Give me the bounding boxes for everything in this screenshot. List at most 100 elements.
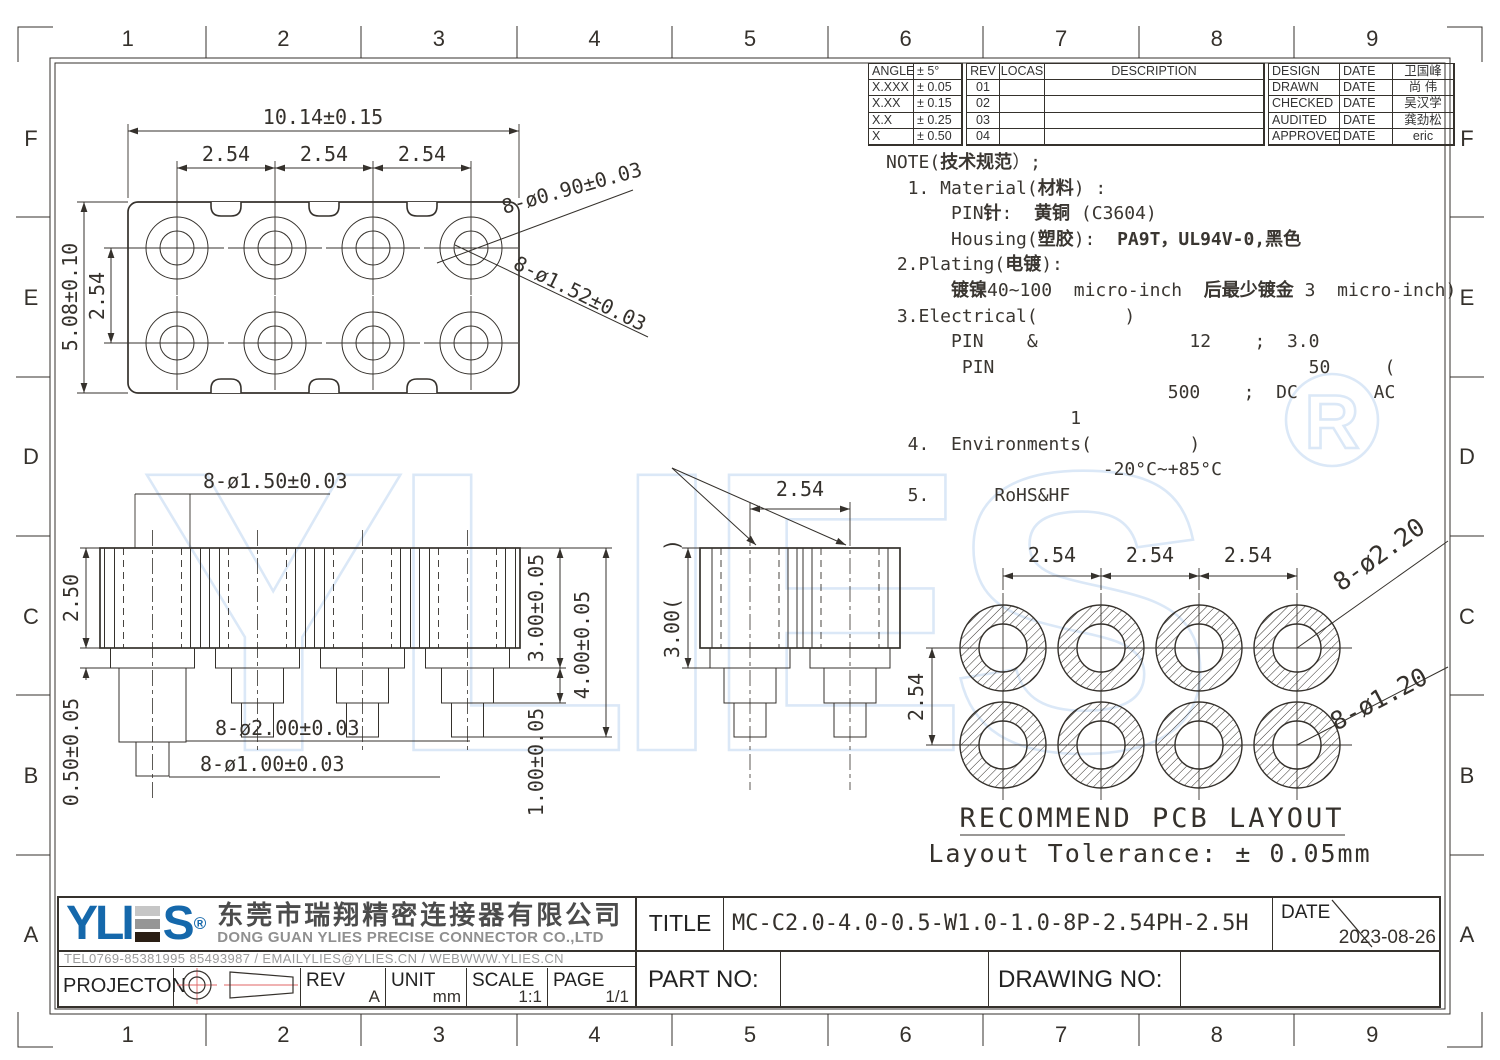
- note-line: PIN针: 黄铜 (C3604): [886, 203, 1157, 225]
- company-name-cn: 东莞市瑞翔精密连接器有限公司: [217, 900, 624, 930]
- cell-line: [988, 952, 990, 1008]
- table-cell: 吴汉学: [1393, 96, 1454, 113]
- dim-pcb-inner: 8-ø1.20: [1325, 662, 1432, 736]
- table-cell: 04: [967, 128, 1000, 145]
- projection-label: PROJECTON: [63, 975, 186, 997]
- cell-line: [547, 968, 549, 1008]
- dim-pcb-pitch-2: 2.54: [1126, 543, 1174, 567]
- date-label: DATE: [1281, 902, 1331, 923]
- note-line: 500 ; DC AC: [886, 382, 1396, 404]
- title-block-divider: [635, 896, 637, 1008]
- note-line: -20°C~+85°C: [886, 459, 1222, 481]
- zone-row-E: E: [1459, 284, 1475, 310]
- zone-col-3: 3: [432, 26, 446, 51]
- page-value: 1/1: [605, 987, 629, 1006]
- zone-row-B: B: [1459, 762, 1475, 788]
- note-line: PIN & 12 ; 3.0: [886, 331, 1320, 353]
- dim-dia-1-00: 8-ø1.00±0.03: [200, 752, 345, 776]
- note-line: 1. Material(材料) :: [886, 177, 1107, 199]
- table-cell: ± 0.05: [914, 80, 962, 97]
- dim-side-pitch: 2.54: [776, 477, 824, 501]
- table-cell: DRAWN: [1269, 80, 1340, 97]
- logo-text-prefix: YLI: [66, 897, 135, 950]
- zone-col-7: 7: [1055, 26, 1068, 51]
- pcb-layout-tolerance: Layout Tolerance: ± 0.05mm: [928, 839, 1371, 868]
- part-no-value: [782, 952, 986, 1008]
- zone-row-D: D: [23, 444, 39, 470]
- cell-line: [1180, 952, 1182, 1008]
- note-line: 镀镍40~100 micro-inch 后最少镀金 3 micro-inch): [951, 279, 1457, 301]
- zone-col-9: 9: [1366, 26, 1379, 51]
- zone-col-6: 6: [899, 1022, 912, 1047]
- dim-pcb-pitch-3: 2.54: [1224, 543, 1272, 567]
- table-cell: 01: [967, 80, 1000, 97]
- table-cell: X: [869, 128, 914, 145]
- table-cell: DATE: [1340, 112, 1393, 129]
- note-line: 5. RoHS&HF: [886, 484, 1071, 506]
- note-line: 1: [886, 407, 1082, 429]
- zone-col-1: 1: [121, 26, 134, 51]
- dim-hole-1-50: 8-ø1.50±0.03: [203, 469, 348, 493]
- table-cell: [1000, 128, 1045, 145]
- dim-1-00: 1.00±0.05: [524, 708, 548, 816]
- cell-line: [385, 968, 387, 1008]
- date-value: 2023-08-26: [1338, 927, 1436, 948]
- table-cell: [1000, 96, 1045, 113]
- top-view: 10.14±0.15 2.54 2.54 2.54 5.08±0.10 2.54…: [58, 105, 650, 394]
- table-cell: [1045, 80, 1264, 97]
- zone-col-6: 6: [899, 26, 912, 51]
- zone-col-2: 2: [277, 26, 290, 51]
- dim-4-00: 4.00±0.05: [570, 591, 594, 699]
- dim-pitch-3: 2.54: [398, 142, 446, 166]
- zone-col-8: 8: [1210, 1022, 1223, 1047]
- dim-row-pitch: 2.54: [85, 272, 109, 320]
- table-cell: ± 0.25: [914, 112, 962, 129]
- watermark: YLIES R: [139, 372, 1380, 836]
- table-cell: 卫国峰: [1393, 64, 1454, 81]
- scale-value: 1:1: [518, 987, 542, 1006]
- table-cell: 尚 伟: [1393, 80, 1454, 97]
- note-line: 2.Plating(电镀):: [886, 254, 1063, 276]
- cell-line: [780, 952, 782, 1008]
- dim-pcb-outer: 8-ø2.20: [1328, 512, 1431, 597]
- logo-text-suffix: S: [162, 897, 195, 950]
- table-cell: [1045, 128, 1264, 145]
- table-cell: X.XX: [869, 96, 914, 113]
- title-value: MC-C2.0-4.0-0.5-W1.0-1.0-8P-2.54PH-2.5H: [732, 910, 1249, 936]
- table-cell: DATE: [1340, 128, 1393, 145]
- dim-body-height: 2.50: [59, 574, 83, 622]
- front-view: 8-ø1.50±0.03 2.50 0.50±0.05 8-ø2.00±0.03…: [59, 469, 612, 816]
- table-cell: AUDITED: [1269, 112, 1340, 129]
- dim-flange: 0.50±0.05: [59, 698, 83, 806]
- scale-label: SCALE: [472, 970, 535, 991]
- zone-col-2: 2: [277, 1022, 290, 1047]
- part-no-label: PART NO:: [648, 966, 759, 993]
- cell-line: [300, 968, 302, 1008]
- table-cell: 龚劲松: [1393, 112, 1454, 129]
- page-label: PAGE: [553, 970, 605, 991]
- svg-text:YLIES: YLIES: [140, 388, 1205, 835]
- unit-value: mm: [432, 987, 461, 1006]
- logo-e-bars: [134, 906, 160, 942]
- company-contact: TEL0769-85381995 85493987 / EMAILYLIES@Y…: [64, 951, 564, 966]
- title-block-hline: [57, 950, 1441, 952]
- rev-label: REV: [306, 970, 346, 991]
- unit-label: UNIT: [391, 970, 436, 991]
- zone-row-F: F: [1460, 125, 1474, 151]
- zone-col-8: 8: [1210, 26, 1223, 51]
- zone-col-5: 5: [743, 26, 757, 51]
- table-cell: DATE: [1340, 96, 1393, 113]
- zone-col-7: 7: [1055, 1022, 1068, 1047]
- table-cell: DESIGN: [1269, 64, 1340, 81]
- title-block-hline-left: [57, 966, 637, 968]
- zone-row-F: F: [24, 125, 38, 151]
- company-name-en: DONG GUAN YLIES PRECISE CONNECTOR CO.,LT…: [217, 929, 604, 946]
- zone-row-D: D: [1459, 444, 1475, 470]
- zone-row-A: A: [23, 922, 39, 948]
- zone-row-E: E: [23, 284, 39, 310]
- dim-lead-1-52: 8-ø1.52±0.03: [510, 251, 650, 336]
- note-line: PIN 50 (: [886, 356, 1396, 378]
